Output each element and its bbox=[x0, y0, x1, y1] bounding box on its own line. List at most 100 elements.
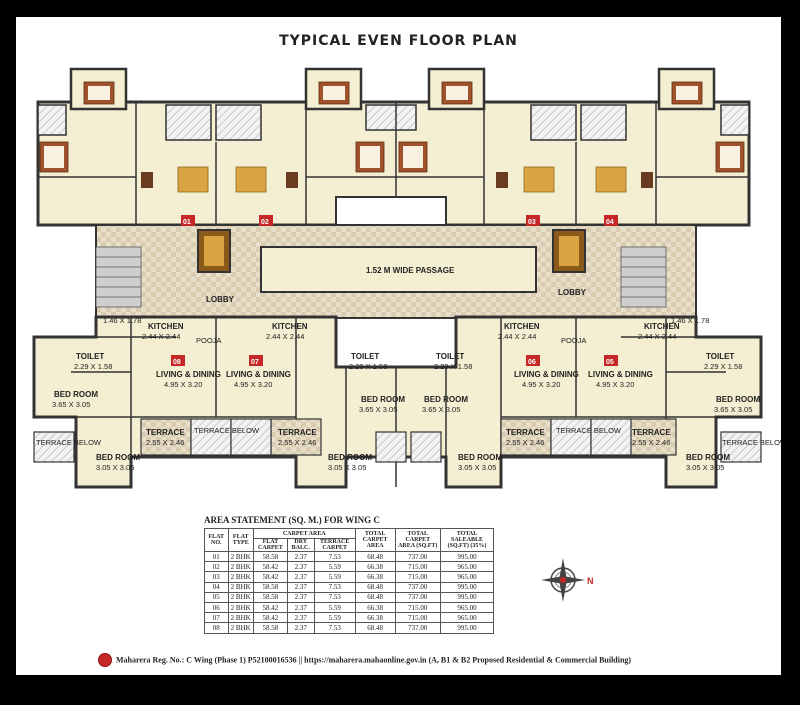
table-cell: 05 bbox=[204, 591, 229, 603]
svg-text:BED ROOM: BED ROOM bbox=[54, 390, 98, 399]
table-cell: 02 bbox=[204, 561, 229, 573]
table-cell: 66.38 bbox=[354, 612, 396, 624]
table-cell: 2 BHK bbox=[227, 581, 254, 593]
table-cell: 5.59 bbox=[313, 612, 356, 624]
table-cell: 2 BHK bbox=[227, 571, 254, 583]
table-cell: 03 bbox=[204, 571, 229, 583]
svg-text:TERRACE: TERRACE bbox=[632, 428, 671, 437]
table-cell: 2 BHK bbox=[227, 612, 254, 624]
svg-text:KITCHEN: KITCHEN bbox=[148, 322, 184, 331]
table-cell: 66.38 bbox=[354, 601, 396, 614]
svg-text:2.29 X 1.58: 2.29 X 1.58 bbox=[704, 362, 742, 371]
table-cell: 995.00 bbox=[440, 591, 494, 603]
floor-plan-drawing: 1.52 M WIDE PASSAGE LOBBY LOBBY bbox=[32, 67, 781, 489]
svg-text:2.55 X 2.46: 2.55 X 2.46 bbox=[278, 438, 316, 447]
svg-text:TERRACE BELOW: TERRACE BELOW bbox=[722, 438, 781, 447]
svg-text:2.44 X 2.44: 2.44 X 2.44 bbox=[142, 332, 180, 341]
table-cell: 965.00 bbox=[440, 601, 494, 614]
table-cell: 715.00 bbox=[394, 601, 442, 614]
table-cell: 2.37 bbox=[286, 581, 315, 593]
svg-text:BED ROOM: BED ROOM bbox=[458, 453, 502, 462]
svg-text:3.65 X 3.05: 3.65 X 3.05 bbox=[422, 405, 460, 414]
svg-text:3.05 X 3.05: 3.05 X 3.05 bbox=[96, 463, 134, 472]
svg-text:TERRACE BELOW: TERRACE BELOW bbox=[194, 426, 260, 435]
svg-text:2.44 X 2.44: 2.44 X 2.44 bbox=[638, 332, 676, 341]
svg-text:4.95 X 3.20: 4.95 X 3.20 bbox=[596, 380, 634, 389]
lobby-label-left: LOBBY bbox=[206, 295, 235, 304]
footer-rera: Maharera Reg. No.: C Wing (Phase 1) P521… bbox=[98, 653, 631, 667]
svg-text:06: 06 bbox=[528, 359, 536, 366]
svg-text:TERRACE BELOW: TERRACE BELOW bbox=[36, 438, 102, 447]
svg-text:4.95 X 3.20: 4.95 X 3.20 bbox=[234, 380, 272, 389]
table-cell: 5.59 bbox=[313, 561, 356, 573]
svg-text:TERRACE: TERRACE bbox=[506, 428, 545, 437]
svg-text:BED ROOM: BED ROOM bbox=[328, 453, 372, 462]
table-cell: 7.53 bbox=[313, 550, 356, 563]
table-cell: 66.38 bbox=[354, 561, 396, 573]
svg-text:05: 05 bbox=[606, 359, 614, 366]
area-statement-table: FLAT NO. FLAT TYPE CARPET AREA TOTAL CAR… bbox=[204, 528, 494, 634]
col-dry-balc: DRY BALC. bbox=[286, 538, 315, 552]
table-cell: 01 bbox=[204, 550, 229, 563]
table-cell: 58.58 bbox=[252, 581, 288, 593]
floor-plan-sheet: TYPICAL EVEN FLOOR PLAN bbox=[16, 17, 781, 675]
svg-text:KITCHEN: KITCHEN bbox=[272, 322, 308, 331]
table-cell: 7.53 bbox=[313, 581, 356, 593]
table-cell: 7.53 bbox=[313, 622, 356, 634]
svg-text:04: 04 bbox=[606, 219, 614, 226]
table-cell: 2.37 bbox=[286, 601, 315, 614]
svg-text:TOILET: TOILET bbox=[436, 352, 464, 361]
col-flat-no: FLAT NO. bbox=[204, 528, 229, 552]
svg-text:KITCHEN: KITCHEN bbox=[504, 322, 540, 331]
svg-text:TERRACE: TERRACE bbox=[278, 428, 317, 437]
svg-text:3.05 X 3.05: 3.05 X 3.05 bbox=[328, 463, 366, 472]
area-statement-title: AREA STATEMENT (SQ. M.) FOR WING C bbox=[204, 515, 380, 525]
table-cell: 7.53 bbox=[313, 591, 356, 603]
svg-text:03: 03 bbox=[528, 219, 536, 226]
table-cell: 06 bbox=[204, 601, 229, 614]
table-cell: 2.37 bbox=[286, 550, 315, 563]
table-cell: 965.00 bbox=[440, 571, 494, 583]
table-cell: 58.42 bbox=[252, 612, 288, 624]
col-flat-type: FLAT TYPE bbox=[227, 528, 254, 552]
svg-text:TOILET: TOILET bbox=[76, 352, 104, 361]
svg-text:3.05 X 3.05: 3.05 X 3.05 bbox=[458, 463, 496, 472]
svg-text:POOJA: POOJA bbox=[561, 336, 586, 345]
table-cell: 2 BHK bbox=[227, 550, 254, 563]
flat-markers: 01 02 03 04 05 06 07 08 bbox=[171, 215, 618, 366]
svg-text:2.29 X 1.58: 2.29 X 1.58 bbox=[74, 362, 112, 371]
svg-text:TERRACE BELOW: TERRACE BELOW bbox=[556, 426, 622, 435]
svg-text:4.95 X 3.20: 4.95 X 3.20 bbox=[522, 380, 560, 389]
passage-label: 1.52 M WIDE PASSAGE bbox=[366, 266, 455, 275]
compass-north-label: N bbox=[587, 576, 594, 586]
svg-text:2.55 X 2.46: 2.55 X 2.46 bbox=[146, 438, 184, 447]
svg-text:LIVING & DINING: LIVING & DINING bbox=[514, 370, 579, 379]
svg-text:07: 07 bbox=[251, 359, 259, 366]
svg-text:BED ROOM: BED ROOM bbox=[424, 395, 468, 404]
svg-text:2.29 X 1.58: 2.29 X 1.58 bbox=[349, 362, 387, 371]
table-cell: 2 BHK bbox=[227, 561, 254, 573]
table-cell: 737.00 bbox=[394, 622, 442, 634]
table-cell: 2 BHK bbox=[227, 601, 254, 614]
table-cell: 737.00 bbox=[394, 550, 442, 563]
svg-text:3.65 X 3.05: 3.65 X 3.05 bbox=[52, 400, 90, 409]
table-cell: 58.58 bbox=[252, 622, 288, 634]
table-cell: 2.37 bbox=[286, 561, 315, 573]
svg-text:02: 02 bbox=[261, 219, 269, 226]
maharera-logo-icon bbox=[98, 653, 112, 667]
table-cell: 58.42 bbox=[252, 601, 288, 614]
col-total-saleable: TOTAL SALEABLE (SQ.FT) (35%) bbox=[440, 528, 494, 552]
table-cell: 68.48 bbox=[354, 622, 396, 634]
table-cell: 58.58 bbox=[252, 591, 288, 603]
plan-title: TYPICAL EVEN FLOOR PLAN bbox=[279, 33, 518, 49]
lobby-label-right: LOBBY bbox=[558, 288, 587, 297]
col-carpet-area: CARPET AREA bbox=[252, 528, 356, 539]
svg-text:LIVING & DINING: LIVING & DINING bbox=[226, 370, 291, 379]
table-cell: 66.38 bbox=[354, 571, 396, 583]
col-terrace-carpet: TERRACE CARPET bbox=[313, 538, 356, 552]
